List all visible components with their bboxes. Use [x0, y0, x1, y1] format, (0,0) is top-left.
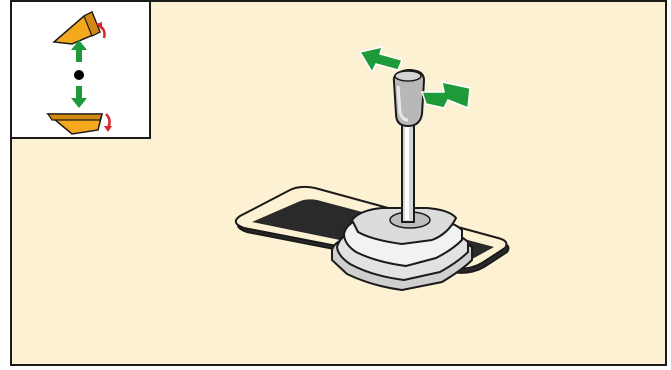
- bucket-lower-icon: [48, 114, 112, 134]
- right-arrow-icon: [422, 82, 470, 108]
- bucket-diagram-inset: [10, 0, 151, 139]
- joystick-scene: [222, 42, 522, 302]
- neutral-dot-icon: [74, 70, 84, 80]
- down-arrow-icon: [71, 86, 87, 108]
- bucket-raise-icon: [54, 12, 105, 44]
- joystick-icon: [394, 70, 424, 222]
- left-arrow-icon: [360, 47, 402, 72]
